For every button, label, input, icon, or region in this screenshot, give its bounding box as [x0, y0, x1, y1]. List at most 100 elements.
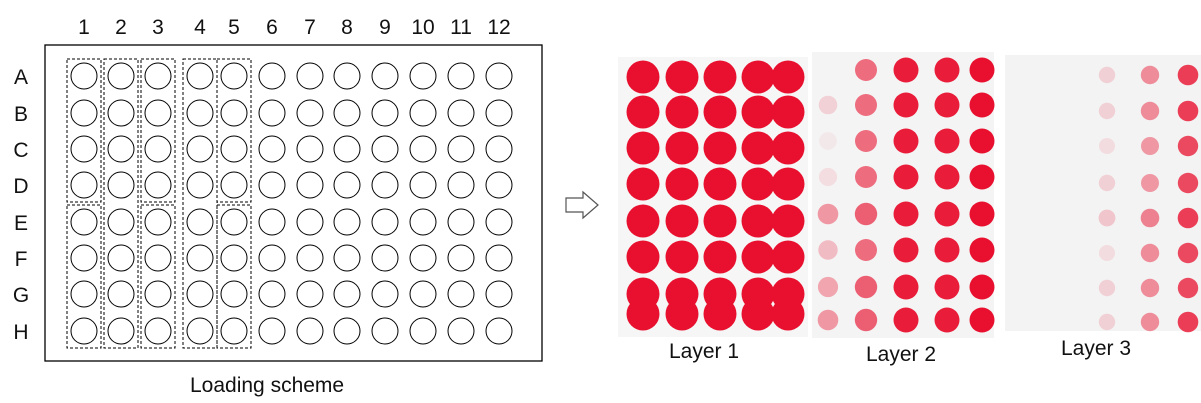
column-label-8: 8 — [341, 16, 353, 39]
layer-2-membrane — [812, 52, 995, 338]
layer-2-spot-A3 — [893, 57, 919, 83]
layer-3-background — [1005, 55, 1201, 331]
well-G5 — [220, 280, 248, 308]
well-F10 — [409, 244, 437, 272]
layer-2-spot-G5 — [969, 274, 995, 300]
layer-3-spot-F6 — [1177, 242, 1199, 264]
well-E11 — [447, 208, 475, 236]
layer-2-spot-E4 — [934, 201, 960, 227]
layer-2-spot-C2 — [855, 130, 877, 152]
layer-3-spot-F5 — [1140, 243, 1160, 263]
well-D7 — [296, 171, 324, 199]
well-B3 — [144, 99, 172, 127]
layer-2-spot-G4 — [934, 274, 960, 300]
well-C6 — [258, 135, 286, 163]
layer-1-spot-H4 — [741, 297, 775, 331]
layer-1-caption: Layer 1 — [669, 340, 740, 363]
well-B6 — [258, 99, 286, 127]
well-E7 — [296, 208, 324, 236]
well-H6 — [258, 317, 286, 345]
layer-3-spot-G6 — [1177, 277, 1199, 299]
layer-2-spot-A4 — [934, 57, 960, 83]
well-C9 — [371, 135, 399, 163]
layer-2-spot-B3 — [893, 92, 919, 118]
well-G8 — [333, 280, 361, 308]
layer-3-membrane — [1005, 55, 1201, 333]
well-A1 — [70, 62, 98, 90]
dashed-group-6 — [182, 58, 218, 349]
well-A9 — [371, 62, 399, 90]
well-A4 — [186, 62, 214, 90]
well-F6 — [258, 244, 286, 272]
well-F7 — [296, 244, 324, 272]
well-D5 — [220, 171, 248, 199]
layer-1-spot-B4 — [741, 95, 775, 129]
layer-1-membrane — [618, 57, 808, 337]
layer-2-spot-B5 — [969, 92, 995, 118]
layer-2-spot-D3 — [893, 164, 919, 190]
well-H7 — [296, 317, 324, 345]
layer-2-spot-F3 — [893, 237, 919, 263]
well-A12 — [485, 62, 513, 90]
column-label-4: 4 — [194, 16, 206, 39]
layer-2-spot-G1 — [817, 276, 839, 298]
layer-1-spot-A5 — [771, 60, 805, 94]
well-B8 — [333, 99, 361, 127]
layer-1-spot-A3 — [703, 60, 737, 94]
dashed-group-7 — [216, 58, 252, 203]
well-E5 — [220, 208, 248, 236]
column-label-11: 11 — [450, 16, 472, 39]
layer-2-spot-C5 — [969, 128, 995, 154]
layer-3-spot-C4 — [1099, 138, 1115, 154]
well-B1 — [70, 99, 98, 127]
layer-1-spot-D3 — [703, 167, 737, 201]
layer-1-spot-A4 — [741, 60, 775, 94]
well-G12 — [485, 280, 513, 308]
layer-2-spot-F5 — [969, 237, 995, 263]
column-label-12: 12 — [487, 16, 510, 39]
column-label-1: 1 — [78, 16, 90, 39]
layer-3-spot-A5 — [1140, 65, 1160, 85]
layer-3-spot-F4 — [1099, 245, 1115, 261]
row-label-D: D — [13, 175, 28, 198]
column-label-10: 10 — [411, 16, 434, 39]
layer-3-caption: Layer 3 — [1061, 337, 1132, 360]
well-G1 — [70, 280, 98, 308]
layer-3-spot-E4 — [1098, 209, 1116, 227]
well-D2 — [107, 171, 135, 199]
well-G10 — [409, 280, 437, 308]
layer-3-spots — [1098, 64, 1199, 333]
well-E1 — [70, 208, 98, 236]
column-label-3: 3 — [152, 16, 164, 39]
layer-2-spot-E2 — [854, 202, 878, 226]
layer-1-spot-H1 — [626, 297, 660, 331]
well-B2 — [107, 99, 135, 127]
layer-1-spot-E5 — [771, 204, 805, 238]
layer-3-spot-B5 — [1140, 101, 1160, 121]
layer-2-spot-G2 — [854, 275, 878, 299]
layer-3-spot-C6 — [1177, 135, 1199, 157]
well-D8 — [333, 171, 361, 199]
well-E3 — [144, 208, 172, 236]
well-H5 — [220, 317, 248, 345]
well-F3 — [144, 244, 172, 272]
layer-1-spot-F3 — [703, 240, 737, 274]
layer-3-spot-D4 — [1098, 174, 1116, 192]
row-label-B: B — [14, 103, 28, 126]
layer-1-spot-E2 — [665, 204, 699, 238]
row-label-F: F — [15, 248, 28, 271]
well-F1 — [70, 244, 98, 272]
well-F9 — [371, 244, 399, 272]
well-F4 — [186, 244, 214, 272]
layer-2-spot-B2 — [855, 94, 877, 116]
layer-2-spot-F2 — [855, 239, 877, 261]
layer-1-spot-D1 — [626, 167, 660, 201]
layer-1-spot-F2 — [665, 240, 699, 274]
well-H1 — [70, 317, 98, 345]
well-E4 — [186, 208, 214, 236]
well-E12 — [485, 208, 513, 236]
layer-2-spot-C1 — [819, 132, 837, 150]
row-label-C: C — [13, 139, 28, 162]
